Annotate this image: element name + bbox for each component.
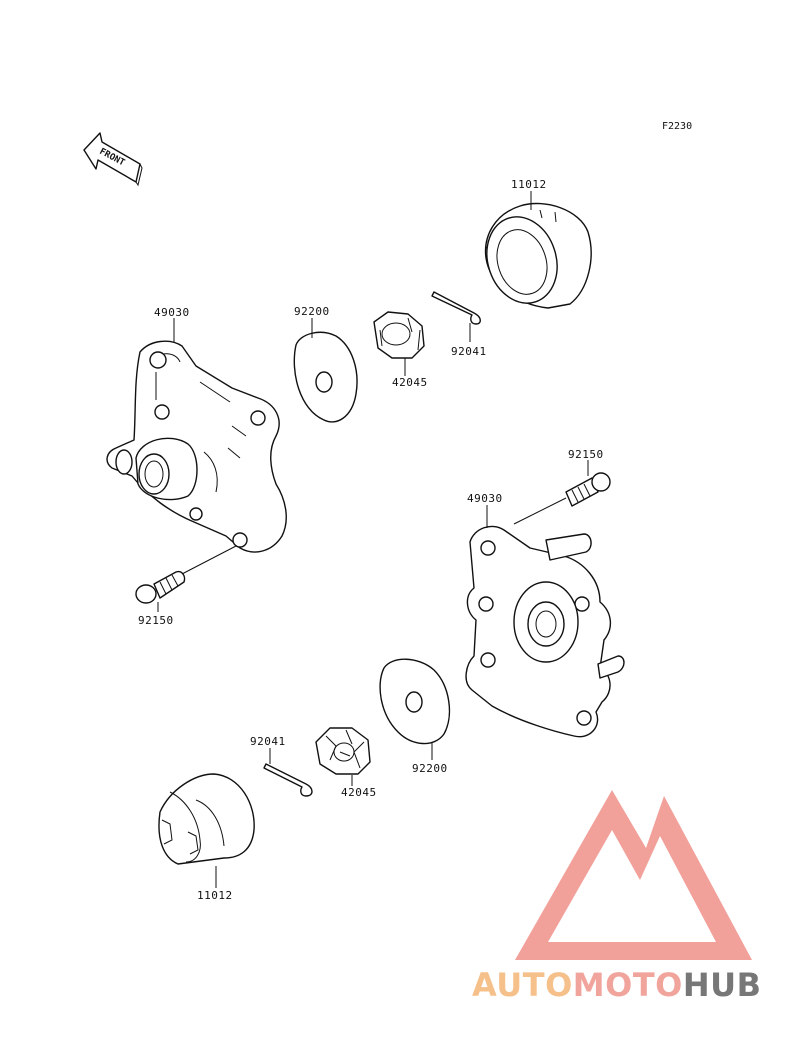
nut-lower <box>315 727 371 775</box>
label-nut-lower: 42045 <box>341 786 377 799</box>
washer-upper <box>293 331 358 423</box>
leader-stud-right-axis <box>513 497 567 525</box>
label-cotter-lower: 92041 <box>250 735 286 748</box>
label-hub-right: 49030 <box>467 492 503 505</box>
cap-lower <box>158 773 255 865</box>
front-arrow-icon: FRONT <box>83 132 143 187</box>
cap-upper <box>484 202 592 309</box>
stud-left <box>135 570 186 604</box>
watermark-logo: AUTOMOTOHUB <box>472 790 762 1004</box>
stud-right <box>565 472 611 507</box>
leader-stud-left-axis <box>181 545 237 575</box>
label-cotter-upper: 92041 <box>451 345 487 358</box>
label-hub-left: 49030 <box>154 306 190 319</box>
cotter-pin-lower <box>263 763 313 797</box>
label-cap-lower: 11012 <box>197 889 233 902</box>
watermark-hub: HUB <box>683 966 762 1004</box>
hub-left <box>106 340 287 553</box>
label-nut-upper: 42045 <box>392 376 428 389</box>
washer-lower <box>379 658 451 745</box>
watermark-triangle-icon <box>515 790 752 960</box>
watermark-text: AUTOMOTOHUB <box>472 966 762 1004</box>
hub-right <box>465 525 625 738</box>
nut-upper <box>373 311 425 359</box>
cotter-pin-upper <box>431 291 481 325</box>
label-washer-lower: 92200 <box>412 762 448 775</box>
figure-code: F2230 <box>662 121 692 132</box>
label-stud-right: 92150 <box>568 448 604 461</box>
label-stud-left: 92150 <box>138 614 174 627</box>
label-cap-upper: 11012 <box>511 178 547 191</box>
watermark-auto: AUTO <box>472 966 573 1004</box>
watermark-moto: MOTO <box>573 966 683 1004</box>
label-washer-upper: 92200 <box>294 305 330 318</box>
